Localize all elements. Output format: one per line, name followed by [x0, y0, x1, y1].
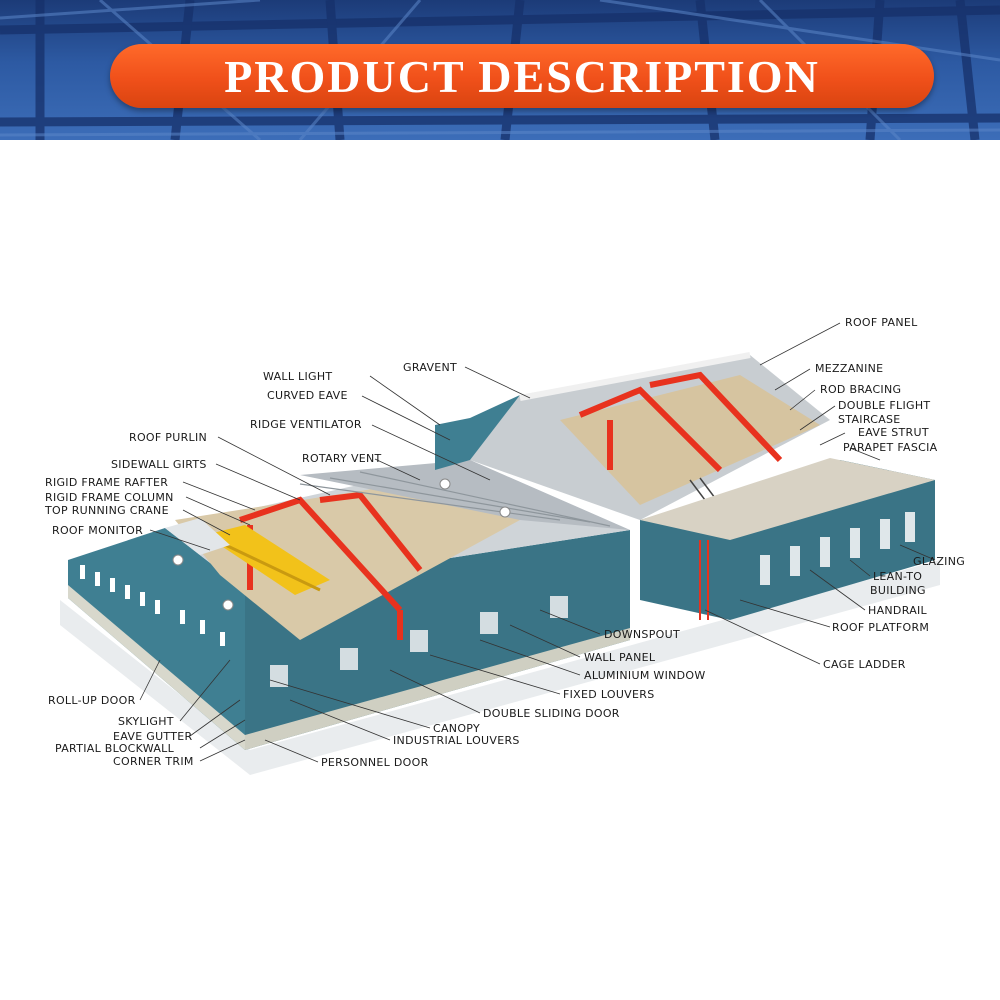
label-wall-panel: WALL PANEL — [584, 651, 655, 664]
label-handrail: HANDRAIL — [868, 604, 927, 617]
label-top-running-crane: TOP RUNNING CRANE — [45, 504, 169, 517]
label-parapet-fascia: PARAPET FASCIA — [843, 441, 937, 454]
label-fixed-louvers: FIXED LOUVERS — [563, 688, 654, 701]
label-lean-to: LEAN-TO — [873, 570, 922, 583]
label-personnel-door: PERSONNEL DOOR — [321, 756, 429, 769]
title-pill: PRODUCT DESCRIPTION — [110, 44, 934, 108]
label-corner-trim: CORNER TRIM — [113, 755, 194, 768]
label-cage-ladder: CAGE LADDER — [823, 658, 906, 671]
label-roof-platform: ROOF PLATFORM — [832, 621, 929, 634]
label-roof-panel: ROOF PANEL — [845, 316, 918, 329]
label-sidewall-girts: SIDEWALL GIRTS — [111, 458, 207, 471]
label-rigid-frame-column: RIGID FRAME COLUMN — [45, 491, 174, 504]
label-eave-strut: EAVE STRUT — [858, 426, 929, 439]
label-roof-monitor: ROOF MONITOR — [52, 524, 143, 537]
label-double-sliding-door: DOUBLE SLIDING DOOR — [483, 707, 620, 720]
label-building: BUILDING — [870, 584, 926, 597]
label-industrial-louvers: INDUSTRIAL LOUVERS — [393, 734, 520, 747]
building-diagram: ROOF PANEL WALL LIGHT GRAVENT MEZZANINE … — [0, 140, 1000, 1000]
label-wall-light: WALL LIGHT — [263, 370, 332, 383]
building-illustration — [0, 140, 1000, 1000]
label-ridge-ventilator: RIDGE VENTILATOR — [250, 418, 362, 431]
label-gravent: GRAVENT — [403, 361, 457, 374]
page-title: PRODUCT DESCRIPTION — [224, 50, 820, 103]
label-rod-bracing: ROD BRACING — [820, 383, 901, 396]
label-downspout: DOWNSPOUT — [604, 628, 680, 641]
label-rotary-vent: ROTARY VENT — [302, 452, 382, 465]
header-banner: PRODUCT DESCRIPTION — [0, 0, 1000, 140]
label-partial-blockwall: PARTIAL BLOCKWALL — [55, 742, 174, 755]
label-roof-purlin: ROOF PURLIN — [129, 431, 207, 444]
label-roll-up-door: ROLL-UP DOOR — [48, 694, 136, 707]
label-rigid-frame-rafter: RIGID FRAME RAFTER — [45, 476, 168, 489]
label-mezzanine: MEZZANINE — [815, 362, 883, 375]
label-aluminium-window: ALUMINIUM WINDOW — [584, 669, 706, 682]
label-glazing: GLAZING — [913, 555, 965, 568]
label-staircase: STAIRCASE — [838, 413, 901, 426]
label-double-flight: DOUBLE FLIGHT — [838, 399, 930, 412]
label-skylight: SKYLIGHT — [118, 715, 174, 728]
label-curved-eave: CURVED EAVE — [267, 389, 348, 402]
